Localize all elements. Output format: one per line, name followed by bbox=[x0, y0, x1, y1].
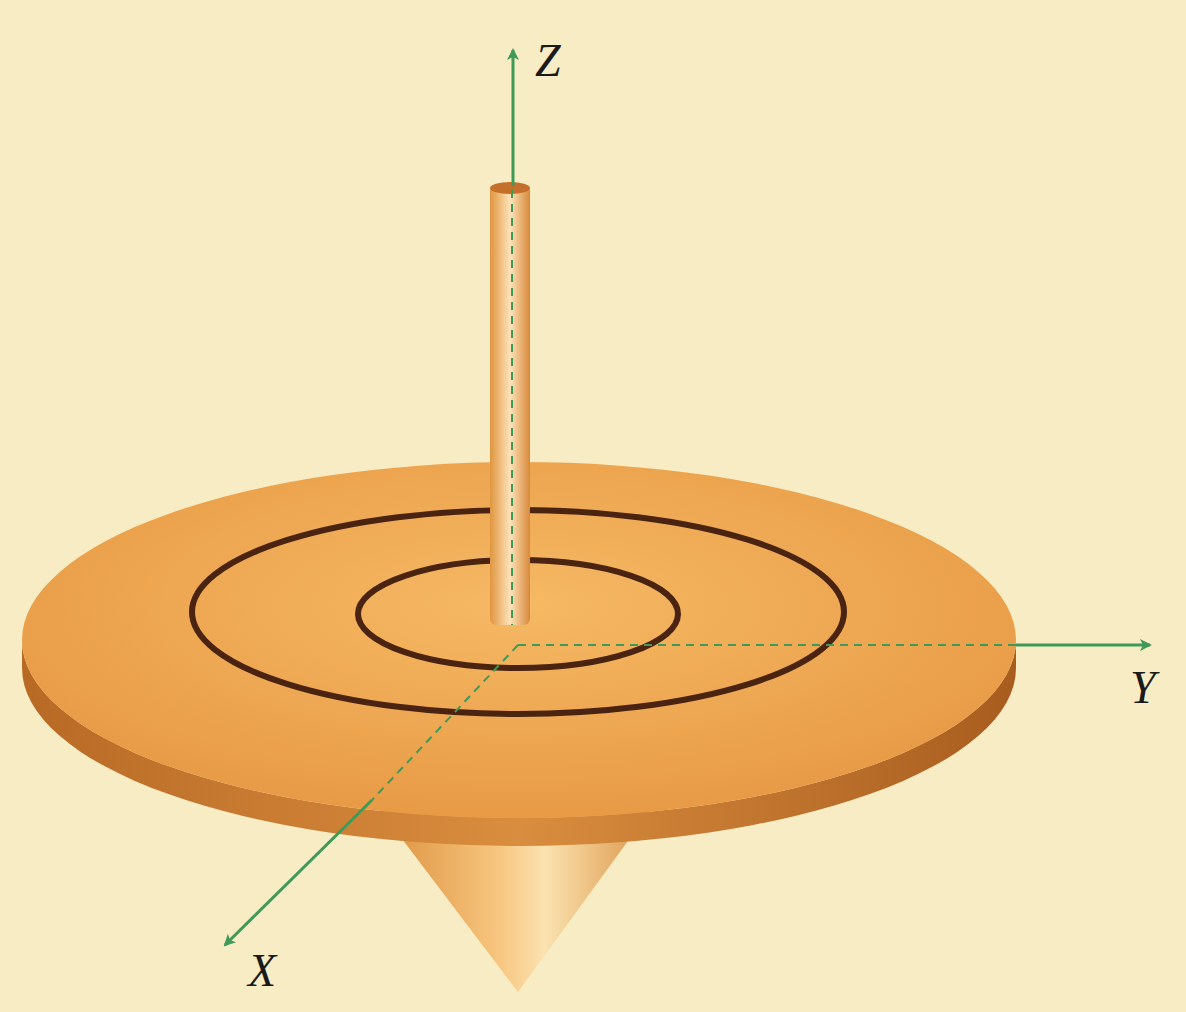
axis-label: X bbox=[248, 948, 276, 994]
z-axis bbox=[512, 50, 515, 186]
axis-label: Z bbox=[535, 38, 561, 84]
y-axis bbox=[1016, 644, 1150, 647]
stem-top bbox=[490, 182, 530, 194]
z-axis-hidden bbox=[511, 190, 513, 625]
axis-label: Y bbox=[1130, 665, 1156, 711]
y-axis-hidden bbox=[518, 644, 1016, 646]
x-axis bbox=[225, 800, 372, 945]
x-axis-hidden bbox=[372, 645, 518, 800]
stem bbox=[490, 185, 530, 625]
